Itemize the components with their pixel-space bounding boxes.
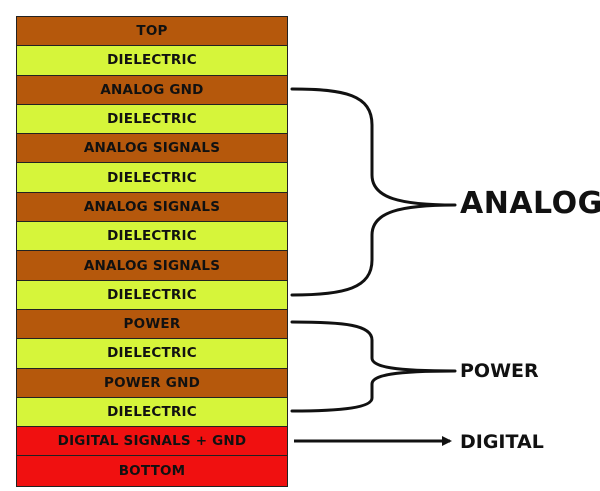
- layer-dielectric-3: DIELECTRIC: [17, 163, 287, 193]
- layer-power: POWER: [17, 309, 287, 340]
- power-group-label: POWER: [460, 360, 539, 382]
- layer-analog-signals-3: ANALOG SIGNALS: [17, 251, 287, 281]
- digital-group-label: DIGITAL: [460, 431, 544, 453]
- power-brace: [290, 320, 457, 413]
- layer-bottom: BOTTOM: [17, 456, 287, 486]
- layer-dielectric-2: DIELECTRIC: [17, 104, 287, 135]
- layer-analog-signals-1: ANALOG SIGNALS: [17, 134, 287, 164]
- layer-dielectric-4: DIELECTRIC: [17, 222, 287, 252]
- layer-analog-gnd: ANALOG GND: [17, 75, 287, 105]
- analog-group-label: ANALOG: [460, 186, 600, 221]
- layer-dielectric-7: DIELECTRIC: [17, 397, 287, 428]
- layer-dielectric-1: DIELECTRIC: [17, 46, 287, 76]
- layer-dielectric-5: DIELECTRIC: [17, 280, 287, 310]
- layer-dielectric-6: DIELECTRIC: [17, 339, 287, 369]
- layer-analog-signals-2: ANALOG SIGNALS: [17, 192, 287, 223]
- analog-brace: [290, 87, 457, 297]
- layer-top: TOP: [17, 17, 287, 47]
- layer-digital-signals-gnd: DIGITAL SIGNALS + GND: [17, 427, 287, 457]
- layer-power-gnd: POWER GND: [17, 368, 287, 398]
- layer-stackup: TOP DIELECTRIC ANALOG GND DIELECTRIC ANA…: [16, 16, 288, 487]
